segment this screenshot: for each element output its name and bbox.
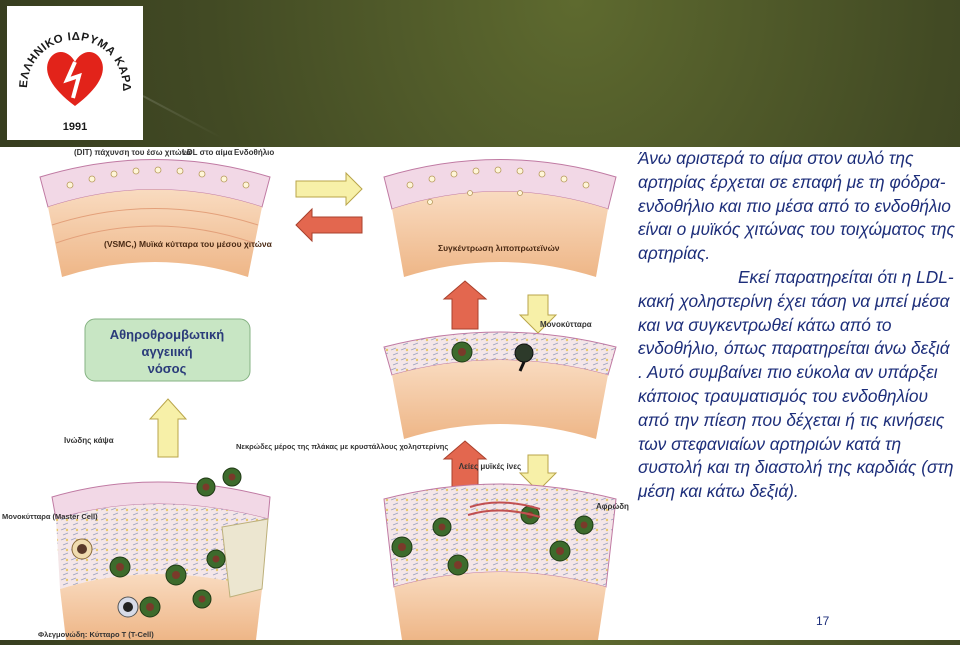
arrow-up-icon bbox=[444, 281, 486, 329]
arrow-left-icon bbox=[296, 209, 362, 241]
paragraph-1: Άνω αριστερά το αίμα στον αυλό της αρτηρ… bbox=[638, 147, 956, 266]
label-monocytes: Μονοκύτταρα bbox=[540, 320, 592, 329]
label-foam-cells: Αφρώδη κύτταρα bbox=[596, 502, 630, 511]
svg-text:(DIT) πάχυνση του έσω χιτώνα: (DIT) πάχυνση του έσω χιτώνα bbox=[74, 148, 191, 157]
label-disease-2: αγγειική bbox=[141, 344, 192, 359]
label-t-cell: Φλεγμονώδη: Κύτταρο Τ (T-Cell) bbox=[38, 630, 154, 639]
label-dit: (DIT) πάχυνση του έσω χιτώνα bbox=[74, 148, 191, 157]
label-lipoprotein: Συγκέντρωση λιποπρωτεϊνών bbox=[438, 243, 560, 253]
decorative-line bbox=[143, 95, 223, 139]
arrow-up-icon bbox=[150, 399, 186, 457]
panel-lipoprotein-accumulation: Συγκέντρωση λιποπρωτεϊνών bbox=[384, 160, 616, 278]
label-necrotic-core: Νεκρώδες μέρος της πλάκας με κρυστάλλους… bbox=[236, 442, 448, 451]
panel-normal-artery: (DIT) πάχυνση του έσω χιτώνα LDL στο αίμ… bbox=[40, 148, 274, 277]
panel-monocyte-entry: Μονοκύτταρα bbox=[384, 320, 616, 439]
label-disease-3: νόσος bbox=[148, 361, 187, 376]
body-text: Άνω αριστερά το αίμα στον αυλό της αρτηρ… bbox=[638, 147, 956, 504]
label-endothelium: Ενδοθήλιο bbox=[234, 148, 274, 157]
paragraph-2: Εκεί παρατηρείται ότι η LDL-κακή χοληστε… bbox=[638, 267, 954, 501]
arrow-right-icon bbox=[296, 173, 362, 205]
text-panel: Άνω αριστερά το αίμα στον αυλό της αρτηρ… bbox=[630, 147, 960, 640]
disease-box: Αθηροθρομβωτική αγγειική νόσος bbox=[85, 319, 250, 381]
label-smooth-muscle: Λείες μυϊκές ίνες bbox=[459, 462, 521, 471]
label-fibrous-cap: Ινώδης κάψα bbox=[64, 436, 114, 445]
foundation-logo: ΕΛΛΗΝΙΚΟ ΙΔΡΥΜΑ ΚΑΡΔΙΟΛΟΓΙΑΣ 1991 bbox=[7, 6, 143, 140]
label-mast-cell: Μονοκύτταρα (Master Cell) bbox=[2, 512, 98, 521]
label-ldl: LDL στο αίμα bbox=[182, 148, 233, 157]
logo-year: 1991 bbox=[63, 121, 87, 133]
panel-advanced-plaque: Ινώδης κάψα Νεκρώδες μέρος της πλάκας με… bbox=[2, 436, 448, 640]
label-vsmc: (VSMC,) Μυϊκά κύτταρα του μέσου χιτώνα bbox=[104, 239, 273, 249]
atherosclerosis-figure: (DIT) πάχυνση του έσω χιτώνα LDL στο αίμ… bbox=[0, 147, 630, 640]
label-disease-1: Αθηροθρομβωτική bbox=[110, 327, 225, 342]
panel-plaque-formation: Λείες μυϊκές ίνες Αφρώδη κύτταρα bbox=[384, 462, 630, 640]
page-number: 17 bbox=[816, 614, 829, 628]
